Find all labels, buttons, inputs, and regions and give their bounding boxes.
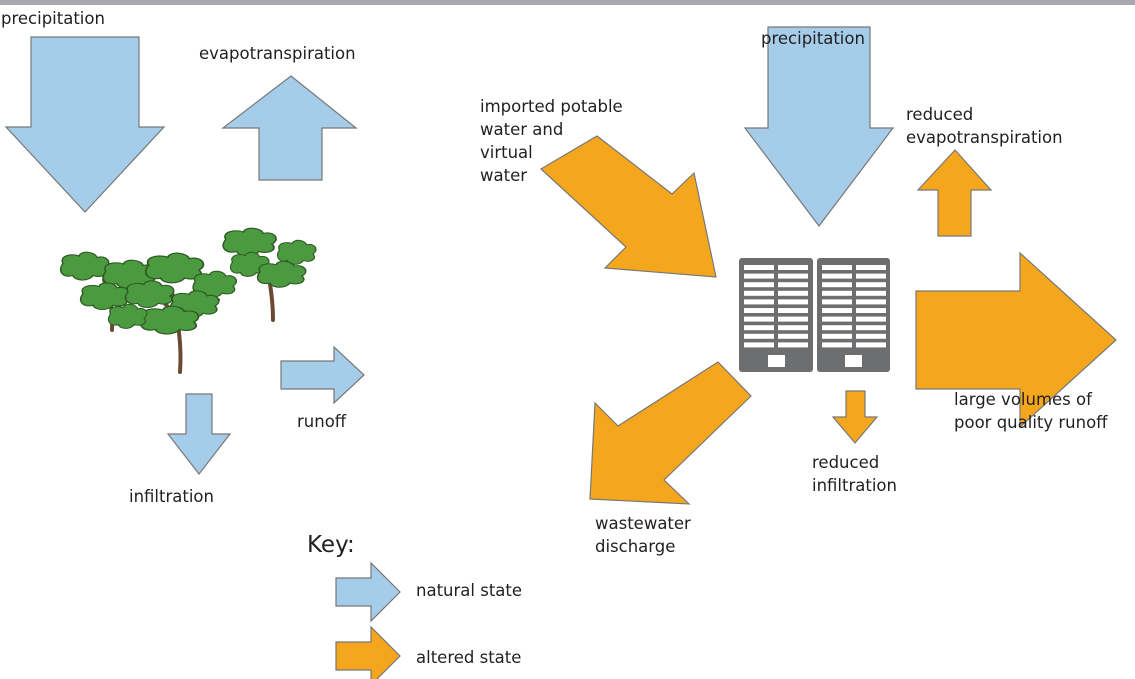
imported-water-label-3: virtual <box>480 143 533 162</box>
building-window <box>778 316 808 322</box>
building-window <box>856 308 886 313</box>
building-window <box>822 273 852 279</box>
building-window <box>822 299 852 305</box>
urban-precipitation-label: precipitation <box>761 29 865 48</box>
building-window <box>744 273 774 279</box>
building-window <box>778 290 808 296</box>
reduced-infiltration-label-2: infiltration <box>812 476 897 495</box>
building-window <box>778 282 808 288</box>
evapotranspiration-label: evapotranspiration <box>199 44 356 63</box>
trees-icon <box>59 227 317 374</box>
building-window <box>822 265 852 270</box>
key-natural-label: natural state <box>416 581 523 600</box>
building-window <box>744 299 774 305</box>
building-window <box>822 282 852 288</box>
key-natural-arrow <box>335 561 401 623</box>
key-title: Key: <box>307 532 355 558</box>
building-window <box>856 342 886 348</box>
building-window <box>856 299 886 305</box>
wastewater-arrow <box>589 361 752 505</box>
building-window <box>778 299 808 305</box>
runoff-arrow <box>280 345 365 405</box>
reduced-infiltration-arrow <box>831 390 879 444</box>
wastewater-label-1: wastewater <box>595 514 691 533</box>
building-window <box>856 273 886 279</box>
precipitation-label: precipitation <box>1 9 105 28</box>
building-window <box>778 273 808 279</box>
building-window <box>778 333 808 339</box>
key-altered-label: altered state <box>416 648 522 667</box>
building-window <box>822 316 852 322</box>
building-window <box>744 308 774 313</box>
infiltration-arrow <box>166 393 232 475</box>
buildings-icon <box>739 258 890 372</box>
large-runoff-arrow <box>915 251 1117 429</box>
building-window <box>744 342 774 348</box>
imported-water-label-1: imported potable <box>480 97 623 116</box>
building-window <box>744 265 774 270</box>
reduced-evapotranspiration-arrow <box>916 149 993 237</box>
wastewater-label-2: discharge <box>595 537 676 556</box>
building-window <box>822 308 852 313</box>
building-window <box>856 316 886 322</box>
building-window <box>856 325 886 331</box>
reduced-evapotranspiration-label-2: evapotranspiration <box>906 128 1063 147</box>
large-runoff-label-1: large volumes of <box>954 390 1092 409</box>
building-window <box>744 290 774 296</box>
building-window <box>856 265 886 270</box>
reduced-infiltration-label-1: reduced <box>812 453 880 472</box>
building-window <box>778 308 808 313</box>
large-runoff-label-2: poor quality runoff <box>954 413 1108 432</box>
key-altered-arrow <box>335 625 401 679</box>
infiltration-label: infiltration <box>129 487 214 506</box>
urban-precipitation-arrow <box>743 26 895 227</box>
imported-water-arrow <box>539 135 717 278</box>
reduced-evapotranspiration-label-1: reduced <box>906 105 974 124</box>
building-window <box>744 282 774 288</box>
imported-water-label-4: water <box>480 166 528 185</box>
top-border <box>0 0 1135 5</box>
building-window <box>778 325 808 331</box>
building-window <box>856 333 886 339</box>
imported-water-label-2: water and <box>480 120 564 139</box>
building-window <box>778 342 808 348</box>
building-window <box>822 342 852 348</box>
building-window <box>744 333 774 339</box>
building-window <box>822 325 852 331</box>
building-window <box>822 333 852 339</box>
evapotranspiration-arrow <box>221 75 358 181</box>
runoff-label: runoff <box>297 412 347 431</box>
building-window <box>822 290 852 296</box>
building-window <box>744 325 774 331</box>
precipitation-arrow <box>4 36 166 213</box>
building-window <box>778 265 808 270</box>
building-window <box>744 316 774 322</box>
building-window <box>856 282 886 288</box>
building-window <box>856 290 886 296</box>
